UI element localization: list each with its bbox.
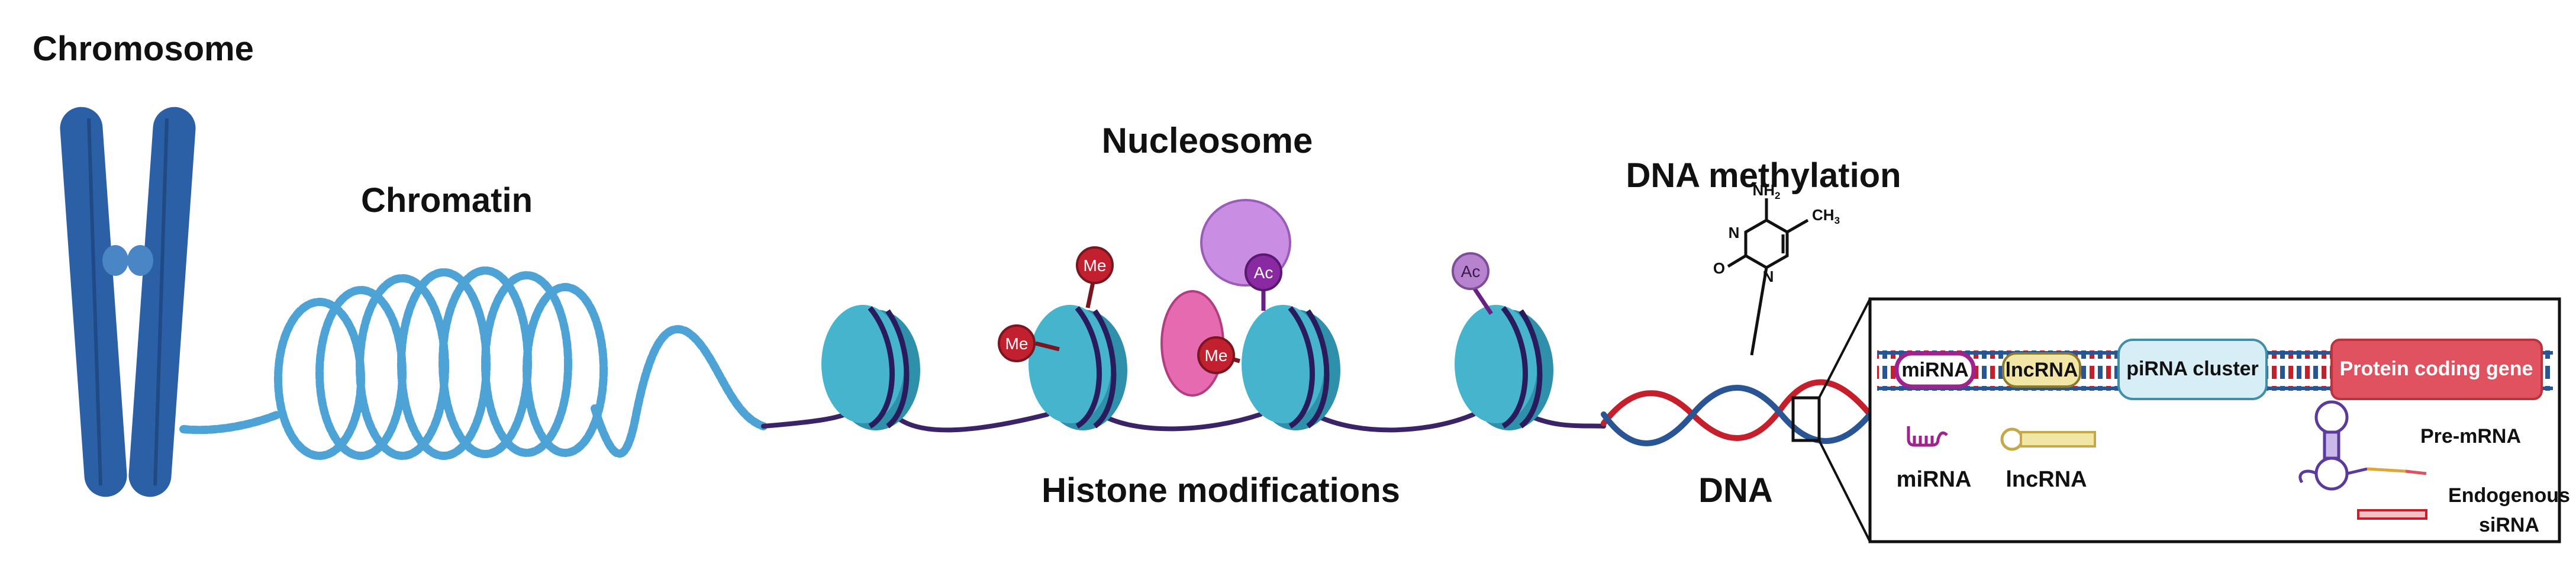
endogenous-sirna-label-line1: Endogenous (2448, 484, 2570, 507)
chromosome-label: Chromosome (33, 30, 254, 68)
zoom-line-top (1818, 298, 1871, 398)
zoom-line-bottom (1818, 440, 1871, 542)
mirna-legend-label: miRNA (1897, 467, 1972, 492)
chromatin-illustration (179, 266, 768, 460)
amine-group: NH2 (1752, 181, 1780, 201)
lncrna-legend-label: lncRNA (2006, 467, 2087, 492)
acetyl-mark-label: Ac (1461, 262, 1481, 281)
mirna-legend-icon (1907, 426, 1948, 447)
endogenous-sirna-label-line2: siRNA (2479, 514, 2539, 536)
lncrna-legend-icon (2000, 427, 2096, 451)
methyl-mark: Me (998, 324, 1036, 362)
methyl-mark: Me (1197, 336, 1235, 374)
carbonyl-oxygen: O (1713, 259, 1725, 277)
acetyl-mark: Ac (1452, 252, 1489, 290)
ring-nitrogen: N (1729, 224, 1740, 242)
sirna-icon (2357, 509, 2427, 520)
pre-mrna-label: Pre-mRNA (2420, 425, 2521, 448)
methyl-mark: Me (1076, 246, 1114, 284)
acetyl-mark: Ac (1245, 253, 1282, 291)
pirna-cluster-label: piRNA cluster (2126, 358, 2259, 380)
genome-inset: miRNA lncRNA piRNA cluster Protein codin… (1868, 297, 2570, 543)
acetyl-mark-label: Ac (1254, 263, 1274, 282)
nucleosome-3 (1242, 305, 1340, 430)
nucleosome-2 (1029, 305, 1127, 430)
chromatin-label: Chromatin (361, 181, 533, 220)
dna-label: DNA (1698, 471, 1773, 510)
methyl-mark-label: Me (1205, 346, 1228, 365)
protein-coding-gene-label: Protein coding gene (2340, 358, 2533, 380)
ring-nitrogen: N (1763, 268, 1774, 285)
nucleosome-4 (1455, 305, 1553, 430)
chromosome-illustration (60, 107, 196, 497)
methyl-mark-label: Me (1005, 334, 1029, 353)
nucleosome-1 (821, 305, 920, 430)
methyl-mark-label: Me (1084, 256, 1107, 275)
lncrna-gene-box: lncRNA (2002, 352, 2081, 388)
dna-methylation-label: DNA methylation (1626, 156, 1901, 195)
pirna-cluster-box: piRNA cluster (2117, 339, 2268, 400)
pre-mrna-icon (2298, 400, 2427, 491)
mirna-gene-label: miRNA (1901, 359, 1968, 381)
dna-zoom-box (1791, 396, 1821, 442)
linker-dna (761, 406, 1606, 433)
mirna-gene-box: miRNA (1894, 351, 1976, 389)
protein-coding-gene-box: Protein coding gene (2330, 339, 2543, 400)
methylcytosine-structure: NH2 CH3 N N O (1713, 181, 1840, 356)
nucleosome-label: Nucleosome (1102, 121, 1313, 160)
methyl-group: CH3 (1812, 206, 1840, 226)
lncrna-gene-label: lncRNA (2006, 359, 2078, 381)
histone-modifications-label: Histone modifications (1042, 471, 1400, 510)
